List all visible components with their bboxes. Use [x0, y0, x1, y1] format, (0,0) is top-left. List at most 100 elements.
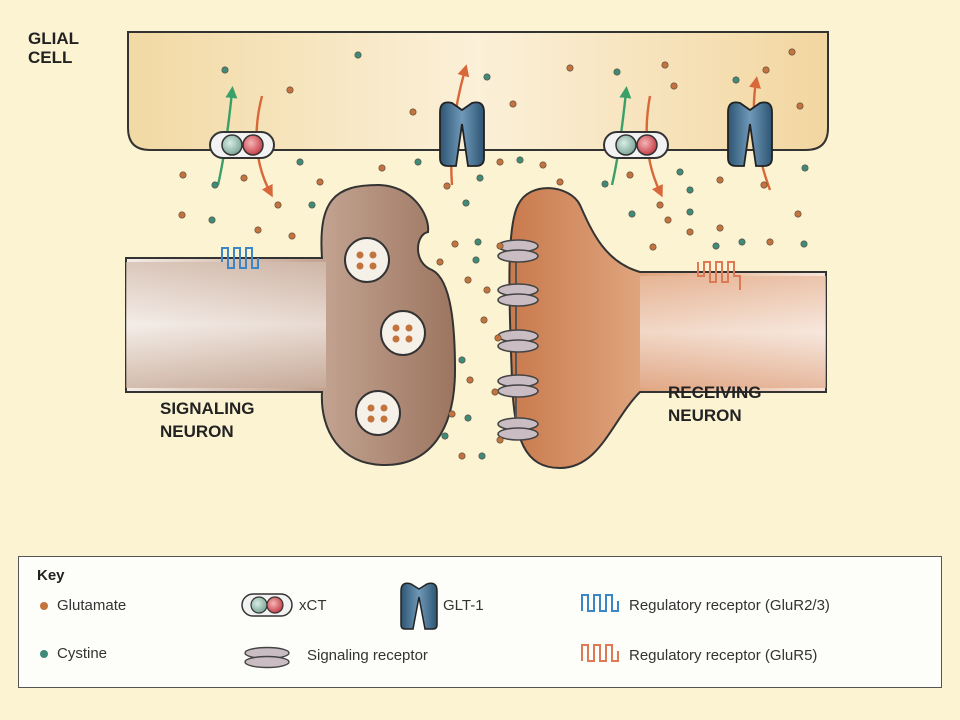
cystine-dot-icon: [40, 650, 48, 658]
glutamate-molecule: [716, 176, 724, 184]
glutamate-molecule: [649, 243, 657, 251]
cystine-molecule: [464, 414, 472, 422]
vesicle: [355, 390, 401, 436]
glutamate-molecule: [788, 48, 796, 56]
cystine-molecule: [211, 181, 219, 189]
cystine-molecule: [712, 242, 720, 250]
diagram-canvas: GLIAL CELL SIGNALING NEURON RECEIVING NE…: [28, 29, 829, 470]
cystine-molecule: [801, 164, 809, 172]
glutamate-molecule: [670, 82, 678, 90]
glutamate-molecule: [240, 174, 248, 182]
glutamate-molecule: [762, 66, 770, 74]
glutamate-molecule: [539, 161, 547, 169]
glial-label-line2: CELL: [28, 48, 72, 67]
glutamate-molecule: [179, 171, 187, 179]
key-title: Key: [37, 567, 65, 584]
glutamate-molecule: [686, 228, 694, 236]
glutamate-molecule: [496, 242, 504, 250]
cystine-molecule: [478, 452, 486, 460]
cystine-molecule: [474, 238, 482, 246]
cystine-molecule: [296, 158, 304, 166]
xct-transporter: [603, 131, 669, 159]
glutamate-molecule: [766, 238, 774, 246]
cystine-molecule: [613, 68, 621, 76]
glutamate-molecule: [509, 100, 517, 108]
cystine-molecule: [738, 238, 746, 246]
glutamate-molecule: [491, 388, 499, 396]
key-glt1: GLT-1: [443, 597, 484, 614]
cystine-molecule: [686, 208, 694, 216]
cystine-molecule: [476, 174, 484, 182]
cystine-molecule: [686, 186, 694, 194]
glutamate-molecule: [496, 158, 504, 166]
cystine-molecule: [732, 76, 740, 84]
cystine-molecule: [628, 210, 636, 218]
glutamate-molecule: [286, 86, 294, 94]
glutamate-molecule: [451, 240, 459, 248]
key-reg-receptor-blue: Regulatory receptor (GluR2/3): [629, 597, 830, 614]
glutamate-molecule: [480, 316, 488, 324]
signaling-receptor-chain: [497, 239, 539, 441]
signaling-label-line1: SIGNALING: [160, 399, 254, 418]
cystine-molecule: [472, 256, 480, 264]
cystine-molecule: [414, 158, 422, 166]
glutamate-molecule: [464, 276, 472, 284]
glutamate-molecule: [254, 226, 262, 234]
vesicle: [380, 310, 426, 356]
regulatory-receptor-orange-icon: [581, 644, 619, 662]
glutamate-molecule: [716, 224, 724, 232]
glutamate-molecule: [496, 436, 504, 444]
key-legend: Key Glutamate Cystine xCT Signaling rece…: [18, 556, 942, 688]
glutamate-molecule: [316, 178, 324, 186]
glutamate-molecule: [409, 108, 417, 116]
glutamate-molecule: [483, 286, 491, 294]
cystine-molecule: [601, 180, 609, 188]
signaling-receptor-icon: [244, 646, 290, 669]
glutamate-molecule: [794, 210, 802, 218]
key-reg-receptor-orange: Regulatory receptor (GluR5): [629, 647, 818, 664]
glutamate-molecule: [656, 201, 664, 209]
glutamate-molecule: [760, 181, 768, 189]
glutamate-molecule: [458, 452, 466, 460]
glutamate-molecule: [378, 164, 386, 172]
glutamate-molecule: [566, 64, 574, 72]
receiving-label-line1: RECEIVING: [668, 383, 762, 402]
glutamate-molecule: [556, 178, 564, 186]
glt1-transporter: [727, 101, 773, 167]
key-cystine: Cystine: [57, 645, 108, 662]
cystine-molecule: [483, 73, 491, 81]
glutamate-molecule: [626, 171, 634, 179]
key-glutamate: Glutamate: [57, 597, 127, 614]
regulatory-receptor-gluR2-3: [221, 247, 259, 269]
signaling-label-line2: NEURON: [160, 422, 234, 441]
glutamate-molecule: [796, 102, 804, 110]
glutamate-molecule: [466, 376, 474, 384]
receiving-label-line2: NEURON: [668, 406, 742, 425]
key-xct: xCT: [299, 597, 327, 614]
glt1-transporter: [439, 101, 485, 167]
glutamate-molecule: [664, 216, 672, 224]
glutamate-molecule: [436, 258, 444, 266]
xct-transporter: [209, 131, 275, 159]
cystine-molecule: [354, 51, 362, 59]
vesicle: [344, 237, 390, 283]
cystine-molecule: [676, 168, 684, 176]
cystine-molecule: [308, 201, 316, 209]
glutamate-molecule: [274, 201, 282, 209]
cystine-molecule: [458, 356, 466, 364]
glutamate-molecule: [178, 211, 186, 219]
cystine-molecule: [208, 216, 216, 224]
cystine-molecule: [516, 156, 524, 164]
cystine-molecule: [441, 432, 449, 440]
glial-cell: [127, 31, 829, 151]
glutamate-molecule: [494, 334, 502, 342]
cystine-molecule: [462, 199, 470, 207]
glutamate-molecule: [448, 410, 456, 418]
glial-label-line1: GLIAL: [28, 29, 79, 48]
glutamate-dot-icon: [40, 602, 48, 610]
glt1-icon: [400, 582, 438, 630]
regulatory-receptor-gluR5: [697, 261, 741, 290]
key-signaling-receptor: Signaling receptor: [307, 647, 428, 664]
regulatory-receptor-blue-icon: [581, 594, 619, 612]
